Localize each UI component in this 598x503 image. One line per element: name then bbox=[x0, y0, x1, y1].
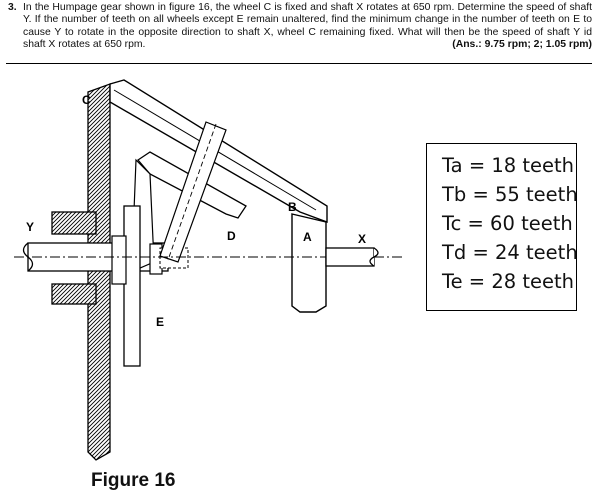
label-e: E bbox=[156, 315, 164, 329]
shaft-x-break bbox=[369, 247, 379, 267]
shaft-x bbox=[325, 247, 375, 267]
wheel-e bbox=[123, 205, 141, 367]
teeth-row-a: Ta = 18 teeth bbox=[442, 154, 575, 177]
answer-text: (Ans.: 9.75 rpm; 2; 1.05 rpm) bbox=[452, 39, 592, 50]
header-rule bbox=[6, 63, 592, 64]
teeth-row-d: Td = 24 teeth bbox=[442, 241, 578, 264]
intermediate-spindle bbox=[159, 121, 227, 263]
teeth-row-c: Tc = 60 teeth bbox=[442, 212, 573, 235]
question-text: In the Humpage gear shown in figure 16, … bbox=[23, 2, 592, 51]
teeth-row-b: Tb = 55 teeth bbox=[442, 183, 578, 206]
label-y: Y bbox=[26, 220, 34, 234]
shaft-y-flange-bottom bbox=[51, 283, 97, 305]
wheel-c-frame bbox=[87, 83, 111, 461]
wheel-a bbox=[291, 213, 327, 313]
label-c: C bbox=[82, 93, 91, 107]
question-number: 3. bbox=[8, 2, 17, 13]
teeth-table: Ta = 18 teeth Tb = 55 teeth Tc = 60 teet… bbox=[426, 143, 578, 311]
label-b: B bbox=[288, 200, 297, 214]
label-x: X bbox=[358, 232, 366, 246]
label-d: D bbox=[227, 229, 236, 243]
shaft-y-flange-top bbox=[51, 211, 97, 235]
figure-caption: Figure 16 bbox=[91, 470, 176, 491]
teeth-row-e: Te = 28 teeth bbox=[442, 270, 574, 293]
label-a: A bbox=[303, 230, 312, 244]
